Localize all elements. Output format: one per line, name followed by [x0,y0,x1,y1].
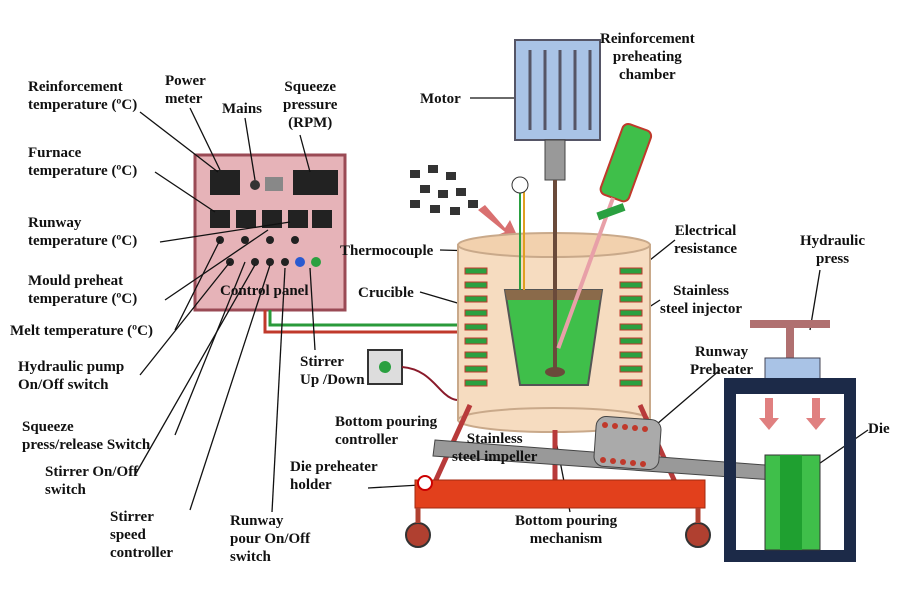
label-furnace-temperature: Furnace temperature (ºC) [28,145,138,179]
leader-lines [134,97,869,513]
control-panel-box [193,153,347,312]
label-reinforcement-temperature: Reinforcement temperature (ºC) [28,79,138,113]
label-electrical-resistance: Electrical resistance [674,223,738,257]
label-runway-preheater: Runway Preheater [690,344,754,378]
label-control-panel: Control panel [220,283,309,299]
motor [514,39,601,181]
label-power-meter: Power meter [165,73,206,107]
label-thermocouple: Thermocouple [340,243,434,259]
label-hydraulic-pump-switch: Hydraulic pump On/Off switch [18,359,125,393]
reinforcement-particles [410,165,478,215]
label-stirrer-switch: Stirrer On/Off switch [45,464,139,498]
label-stainless-steel-impeller: Stainless steel impeller [452,431,538,465]
label-stirrer-speed-controller: Stirrer speed controller [110,509,174,561]
label-runway-pour-switch: Runway pour On/Off switch [230,513,311,565]
label-crucible: Crucible [358,285,414,301]
label-motor: Motor [420,91,461,107]
label-squeeze-switch: Squeeze press/release Switch [22,419,151,453]
label-runway-temperature: Runway temperature (ºC) [28,215,138,249]
label-die-preheater-holder: Die preheater holder [290,459,378,493]
cart-base [414,479,706,509]
label-stainless-steel-injector: Stainless steel injector [660,283,743,317]
reinforcement-preheating-chamber [556,122,653,349]
label-hydraulic-press: Hydraulic press [800,233,866,267]
label-die: Die [868,421,890,437]
label-bottom-pouring-mechanism: Bottom pouring mechanism [515,513,618,547]
label-stirrer-up-down: Stirrer Up /Down [300,354,365,388]
hydraulic-press [724,320,856,562]
label-bottom-pouring-controller: Bottom pouring controller [335,414,438,448]
label-melt-temperature: Melt temperature (ºC) [10,323,153,339]
label-mould-preheat-temperature: Mould preheat temperature (ºC) [28,273,138,307]
label-mains: Mains [222,101,263,117]
label-squeeze-pressure: Squeeze pressure (RPM) [283,79,338,131]
label-reinforcement-preheating-chamber: Reinforcement preheating chamber [600,31,695,83]
